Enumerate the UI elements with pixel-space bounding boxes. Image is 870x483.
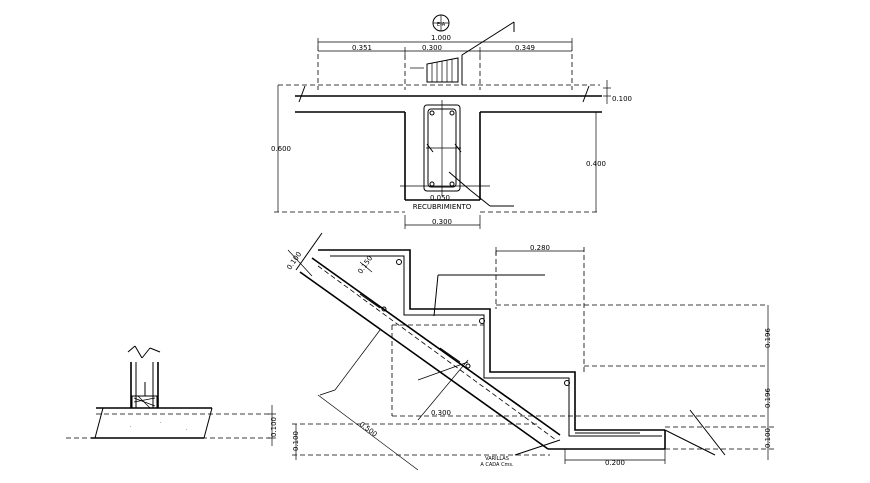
- load-block: [426, 57, 459, 83]
- stair-steps: [318, 249, 665, 431]
- svg-text:·: ·: [160, 420, 162, 426]
- dim-cover: 0.050: [430, 194, 450, 202]
- rebar-note-line1: VARILLAS: [485, 456, 509, 462]
- dim-total-width: 1.000: [431, 34, 451, 42]
- dim-riser-upper: 0.196: [764, 327, 772, 348]
- dim-center-run: 0.300: [431, 409, 451, 417]
- axis-label: E-A: [437, 22, 446, 28]
- rebar-note-line2: A CADA Cms.: [480, 462, 514, 468]
- dim-bottom-slab: 0.100: [764, 428, 772, 448]
- dim-tread: 0.280: [530, 244, 550, 252]
- stair-section: 0.100 0.150 0.280 0.196 0.196 0.100 0.10: [285, 232, 775, 471]
- dim-left-slab: 0.100: [292, 431, 300, 451]
- dim-total-height: 0.600: [271, 145, 291, 153]
- svg-text:·: ·: [130, 424, 132, 430]
- dim-slab: 0.100: [612, 95, 632, 103]
- footing-detail: · · · 0.100: [66, 345, 278, 446]
- dim-bottom-right: 0.200: [605, 459, 625, 467]
- cover-label: RECUBRIMIENTO: [413, 203, 472, 211]
- dim-web: 0.400: [586, 160, 606, 168]
- beam-section: E-A 1.000 0.351 0.300 0.349: [271, 14, 632, 229]
- dim-top-left: 0.100: [285, 250, 303, 271]
- dim-diagonal: 0.500: [358, 420, 379, 438]
- dim-center: 0.300: [422, 44, 442, 52]
- dim-bottom-width: 0.300: [432, 218, 452, 226]
- footing-dim-height: 0.100: [270, 417, 278, 437]
- dim-right: 0.349: [515, 44, 535, 52]
- svg-text:·: ·: [186, 427, 188, 433]
- dim-left: 0.351: [352, 44, 372, 52]
- dim-slope: 0.150: [356, 254, 374, 275]
- dim-riser-lower: 0.196: [764, 387, 772, 408]
